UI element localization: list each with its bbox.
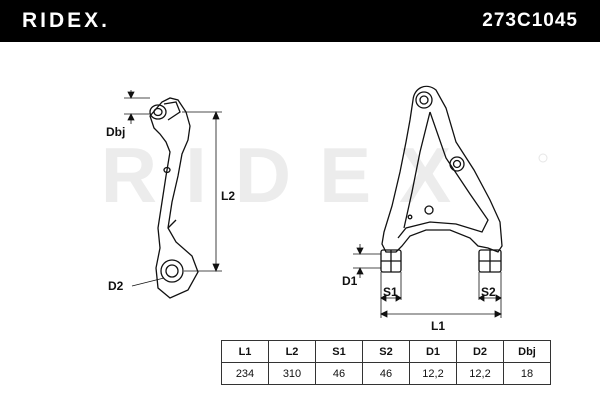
brand-logo: RIDEX. [22, 9, 111, 32]
header-cell-l2: L2 [268, 340, 316, 363]
label-d1: D1 [342, 274, 358, 288]
value-cell-l2: 310 [268, 362, 316, 385]
side-view-dimensions [124, 90, 222, 287]
control-arm-side-view [149, 97, 199, 299]
header-cell-d2: D2 [456, 340, 504, 363]
value-cell-s1: 46 [315, 362, 363, 385]
table-row: 234 310 46 46 12,2 12,2 18 [221, 362, 551, 385]
label-dbj: Dbj [106, 125, 125, 139]
header-cell-s2: S2 [362, 340, 410, 363]
header-bar: RIDEX. 273C1045 [0, 0, 600, 42]
value-cell-s2: 46 [362, 362, 410, 385]
label-l1: L1 [431, 319, 445, 333]
label-l2: L2 [221, 189, 235, 203]
table-header-row: L1 L2 S1 S2 D1 D2 Dbj [221, 340, 551, 363]
header-cell-l1: L1 [221, 340, 269, 363]
value-cell-l1: 234 [221, 362, 269, 385]
dimensions-table: L1 L2 S1 S2 D1 D2 Dbj 234 310 46 46 12,2… [221, 340, 551, 385]
part-number: 273C1045 [482, 10, 578, 31]
label-d2: D2 [108, 279, 124, 293]
header-cell-s1: S1 [315, 340, 363, 363]
technical-drawing: RIDEX Dbj L2 D2 [101, 85, 548, 333]
label-s1: S1 [383, 285, 398, 299]
value-cell-d2: 12,2 [456, 362, 504, 385]
header-cell-dbj: Dbj [503, 340, 551, 363]
watermark-logo: RIDEX [101, 131, 548, 219]
header-cell-d1: D1 [409, 340, 457, 363]
label-s2: S2 [481, 285, 496, 299]
value-cell-d1: 12,2 [409, 362, 457, 385]
value-cell-dbj: 18 [503, 362, 551, 385]
control-arm-front-view [380, 85, 503, 273]
front-view-dimensions [353, 244, 502, 318]
